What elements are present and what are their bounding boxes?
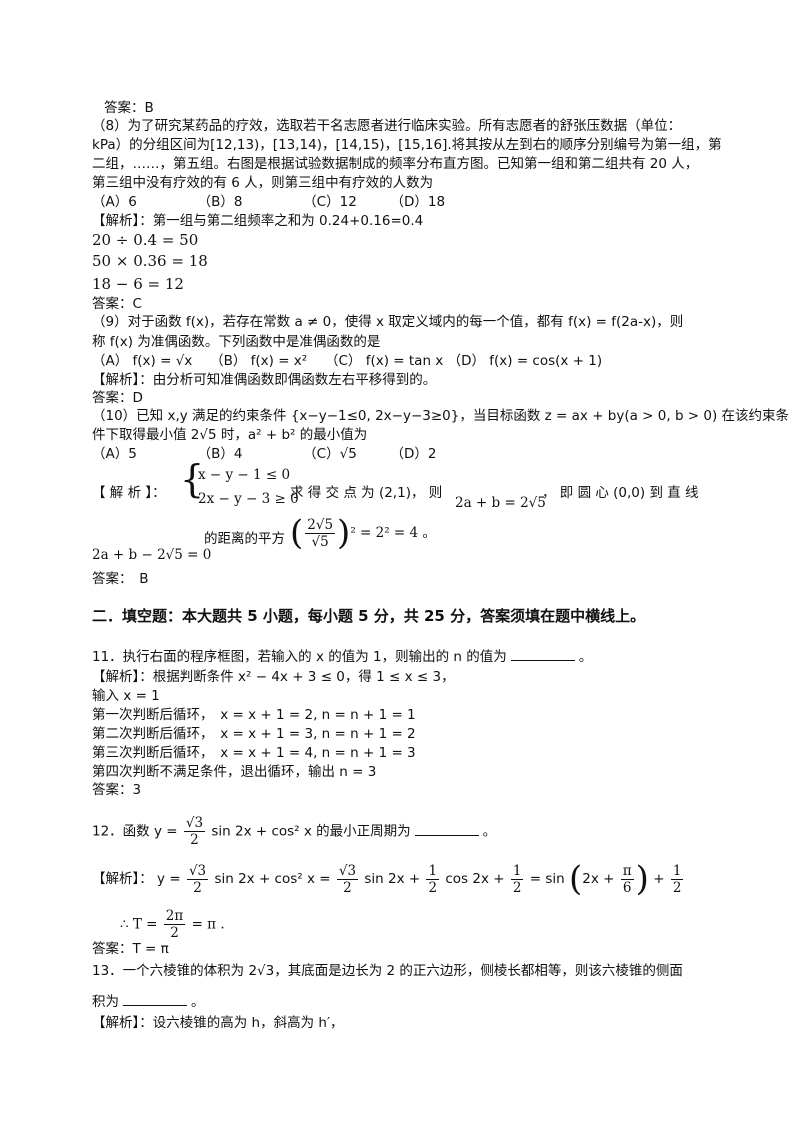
q12-g-two: 2 — [170, 925, 179, 941]
answer-q11: 答案：3 — [92, 782, 142, 798]
q12-two: 2 — [190, 832, 199, 848]
q12-f-one: 1 — [670, 862, 684, 880]
q12-a-d: cos 2x + — [445, 871, 505, 887]
q12-therefore-a: ∴ T = — [120, 916, 158, 933]
q12-analysis-label: 【解析】： y = — [92, 871, 181, 887]
q9-analysis: 【解析】：由分析可知准偶函数即偶函数左右平移得到的。 — [92, 372, 437, 388]
q10-system-2: 2x − y − 3 ≥ 0 — [198, 491, 299, 507]
q10-condition: 2a + b = 2√5 — [455, 495, 546, 511]
q11-input: 输入 x = 1 — [92, 688, 160, 704]
answer-q10: 答案： B — [92, 571, 149, 587]
q10-options: （A）5 （B）4 （C）√5 （D）2 — [92, 446, 437, 462]
q8-line4: 第三组中没有疗效的有 6 人，则第三组中有疗效的人数为 — [92, 175, 434, 191]
q8-math3: 18 − 6 = 12 — [92, 275, 184, 293]
q8-math1: 20 ÷ 0.4 = 50 — [92, 231, 199, 249]
answer-q7: 答案：B — [104, 100, 154, 116]
q10-frac-top: 2√5 — [305, 516, 336, 534]
q12-answer-blank — [414, 823, 479, 836]
q11-text: 11．执行右面的程序框图，若输入的 x 的值为 1，则输出的 n 的值为 — [92, 649, 507, 665]
q11-answer-blank — [510, 648, 575, 661]
q13-answer-blank — [123, 993, 187, 1006]
q11-step3: 第三次判断后循环， x = x + 1 = 4, n = n + 1 = 3 — [92, 745, 416, 761]
q8-line3: 二组，……，第五组。右图是根据试验数据制成的频率分布直方图。已知第一组和第二组共… — [92, 156, 699, 172]
q11-analysis: 【解析】：根据判断条件 x² − 4x + 3 ≤ 0，得 1 ≤ x ≤ 3， — [92, 669, 455, 685]
q12-therefore-b: = π . — [191, 916, 225, 933]
q10-system-brace: { — [180, 457, 205, 501]
q10-center-text: ， 即 圆 心 (0,0) 到 直 线 — [542, 485, 699, 501]
q10-analysis-label: 【 解 析 】： — [92, 485, 166, 501]
section-2-heading: 二．填空题：本大题共 5 小题，每小题 5 分，共 25 分，答案须填在题中横线… — [92, 607, 646, 625]
q10-system-1: x − y − 1 ≤ 0 — [198, 467, 291, 483]
q13-line1: 13．一个六棱锥的体积为 2√3，其底面是边长为 2 的正六边形，侧棱长都相等，… — [92, 963, 683, 979]
q12-sqrt3: √3 — [183, 815, 206, 832]
q10-distance-result: ² = 2² = 4 。 — [350, 525, 436, 541]
q13-line2-end: 。 — [191, 994, 205, 1010]
q8-analysis: 【解析】：第一组与第二组频率之和为 0.24+0.16=0.4 — [92, 213, 424, 229]
q11-step1: 第一次判断后循环， x = x + 1 = 2, n = n + 1 = 1 — [92, 707, 416, 723]
q12-a-e: = sin — [529, 871, 565, 887]
q12-prefix: 12．函数 y = — [92, 823, 178, 840]
answer-q12: 答案：T = π — [92, 941, 169, 957]
q11-end: 。 — [578, 649, 593, 665]
q13-line2: 积为 。 — [92, 993, 205, 1011]
q12-b-two: 2 — [343, 879, 352, 896]
q12-b-sqrt3: √3 — [336, 862, 359, 880]
q8-line2: kPa）的分组区间为[12,13)，[13,14)，[14,15)，[15,16… — [92, 137, 722, 153]
q10-line-eq: 2a + b − 2√5 = 0 — [92, 547, 212, 563]
q10-line1: （10）已知 x,y 满足的约束条件 {x−y−1≤0, 2x−y−3≥0}，当… — [92, 408, 790, 424]
q8-math2: 50 × 0.36 = 18 — [92, 252, 208, 270]
q12-a-two: 2 — [193, 879, 202, 896]
q12-d-two: 2 — [512, 879, 522, 896]
q12-e-six: 6 — [622, 879, 632, 896]
q8-options: （A）6 （B）8 （C）12 （D）18 — [92, 194, 446, 210]
q10-frac-bottom: √5 — [311, 533, 329, 550]
q9-line1: （9）对于函数 f(x)，若存在常数 a ≠ 0，使得 x 取定义域内的每一个值… — [92, 314, 684, 330]
q10-distance-text: 的距离的平方 — [204, 531, 285, 547]
q11-step4: 第四次判断不满足条件，退出循环，输出 n = 3 — [92, 764, 377, 780]
q9-line2: 称 f(x) 为准偶函数。下列函数中是准偶函数的是 — [92, 334, 381, 350]
q11-step2: 第二次判断后循环， x = x + 1 = 3, n = n + 1 = 2 — [92, 726, 416, 742]
q13-line2-text: 积为 — [92, 994, 119, 1010]
q10-distance-formula: (2√5√5)² = 2² = 4 。 — [290, 513, 436, 553]
q12-end: 。 — [482, 823, 497, 840]
q12-a-c: sin 2x + — [364, 871, 421, 887]
q12-g-twopi: 2π — [163, 908, 186, 925]
q10-intersection-text: 求 得 交 点 为 (2,1)， 则 — [290, 485, 443, 501]
q13-analysis: 【解析】：设六棱锥的高为 h，斜高为 h′， — [92, 1015, 344, 1031]
q12-body: sin 2x + cos² x 的最小正周期为 — [211, 823, 411, 840]
q11-line1: 11．执行右面的程序框图，若输入的 x 的值为 1，则输出的 n 的值为 。 — [92, 648, 592, 666]
q12-a-f: 2x + — [582, 871, 615, 887]
q9-options: （A） f(x) = √x （B） f(x) = x² （C） f(x) = t… — [92, 353, 603, 369]
q10-line2: 件下取得最小值 2√5 时，a² + b² 的最小值为 — [92, 427, 368, 443]
q12-c-one: 1 — [426, 862, 440, 880]
answer-q8: 答案：C — [92, 296, 142, 312]
q12-a-g: + — [653, 871, 665, 887]
q12-a-sqrt3: √3 — [186, 862, 209, 880]
q8-line1: （8）为了研究某药品的疗效，选取若干名志愿者进行临床实验。所有志愿者的舒张压数据… — [92, 118, 682, 134]
q12-a-b: sin 2x + cos² x = — [214, 871, 331, 887]
q12-d-one: 1 — [510, 862, 524, 880]
q12-f-two: 2 — [672, 879, 682, 896]
answer-q9: 答案：D — [92, 390, 143, 406]
q12-c-two: 2 — [428, 879, 438, 896]
q12-e-pi: π — [620, 862, 634, 880]
